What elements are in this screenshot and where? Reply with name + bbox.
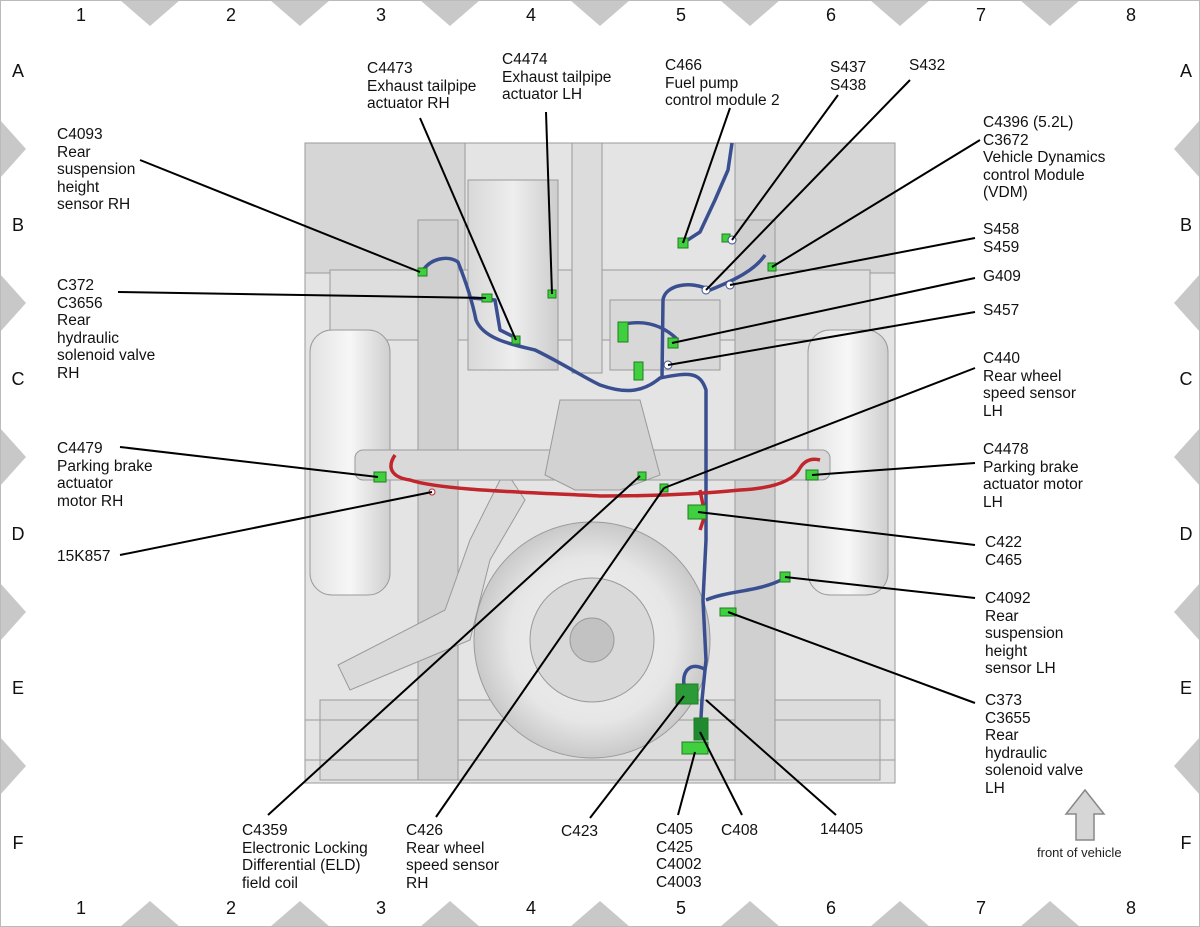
grid-row-e-right: E — [1179, 678, 1192, 698]
grid-col-6-bottom: 6 — [825, 898, 836, 918]
grid-col-1-bottom: 1 — [75, 898, 86, 918]
grid-col-7-bottom: 7 — [975, 898, 986, 918]
grid-row-a: A — [11, 61, 24, 81]
grid-col-5-bottom: 5 — [675, 898, 686, 918]
callout-c4473-tailpipe-rh: C4473 Exhaust tailpipe actuator RH — [367, 60, 477, 112]
grid-col-8-bottom: 8 — [1125, 898, 1136, 918]
callout-c405-group: C405 C425 C4002 C4003 — [656, 821, 702, 891]
callout-c4478-lh-parking-brake: C4478 Parking brake actuator motor LH — [983, 441, 1083, 511]
callout-c426-rh-speed-sensor: C426 Rear wheel speed sensor RH — [406, 822, 500, 892]
callout-c4396-vdm: C4396 (5.2L) C3672 Vehicle Dynamics cont… — [983, 114, 1106, 201]
grid-col-1: 1 — [75, 5, 86, 25]
grid-col-6: 6 — [825, 5, 836, 25]
grid-col-2: 2 — [225, 5, 236, 25]
callout-s458-s459: S458 S459 — [983, 221, 1020, 256]
callout-c440-lh-speed-sensor: C440 Rear wheel speed sensor LH — [983, 350, 1077, 420]
callout-c373-lh-solenoid-valve: C373 C3655 Rear hydraulic solenoid valve… — [985, 692, 1084, 797]
grid-col-3-bottom: 3 — [375, 898, 386, 918]
callout-c4093-rh-height-sensor: C4093 Rear suspension height sensor RH — [57, 126, 136, 213]
grid-row-f: F — [12, 833, 24, 853]
callout-15k857: 15K857 — [57, 548, 111, 565]
callout-c4474-tailpipe-lh: C4474 Exhaust tailpipe actuator LH — [502, 51, 612, 103]
callout-c4092-lh-height-sensor: C4092 Rear suspension height sensor LH — [985, 590, 1064, 677]
grid-col-3: 3 — [375, 5, 386, 25]
grid-col-7: 7 — [975, 5, 986, 25]
callout-c4359-eld-field-coil: C4359 Electronic Locking Differential (E… — [242, 822, 368, 892]
callout-c372-rh-solenoid-valve: C372 C3656 Rear hydraulic solenoid valve… — [57, 277, 156, 382]
front-of-vehicle-label: front of vehicle — [1037, 845, 1122, 860]
grid-row-f-right: F — [1180, 833, 1192, 853]
callout-c422-c465: C422 C465 — [985, 534, 1023, 569]
grid-row-a-right: A — [1179, 61, 1192, 81]
grid-row-e: E — [11, 678, 24, 698]
grid-col-8: 8 — [1125, 5, 1136, 25]
callout-c4479-rh-parking-brake: C4479 Parking brake actuator motor RH — [57, 440, 153, 510]
grid-row-c-right: C — [1179, 369, 1193, 389]
callout-s437-s438: S437 S438 — [830, 59, 867, 94]
callout-g409: G409 — [983, 268, 1021, 285]
callout-14405: 14405 — [820, 821, 864, 838]
grid-row-d: D — [11, 524, 25, 544]
callout-s432: S432 — [909, 57, 946, 74]
front-arrow-icon — [1064, 788, 1106, 841]
grid-row-b: B — [11, 215, 24, 235]
vehicle-underbody — [304, 142, 896, 784]
grid-col-5: 5 — [675, 5, 686, 25]
grid-col-4-bottom: 4 — [525, 898, 536, 918]
grid-row-d-right: D — [1179, 524, 1193, 544]
grid-row-c: C — [11, 369, 25, 389]
callout-c408: C408 — [721, 822, 759, 839]
callout-s457: S457 — [983, 302, 1020, 319]
grid-col-2-bottom: 2 — [225, 898, 236, 918]
leader-lines — [117, 79, 981, 819]
callout-c466-fuel-pump: C466 Fuel pump control module 2 — [665, 57, 780, 109]
grid-col-4: 4 — [525, 5, 536, 25]
callout-c423: C423 — [561, 823, 599, 840]
grid-row-b-right: B — [1179, 215, 1192, 235]
